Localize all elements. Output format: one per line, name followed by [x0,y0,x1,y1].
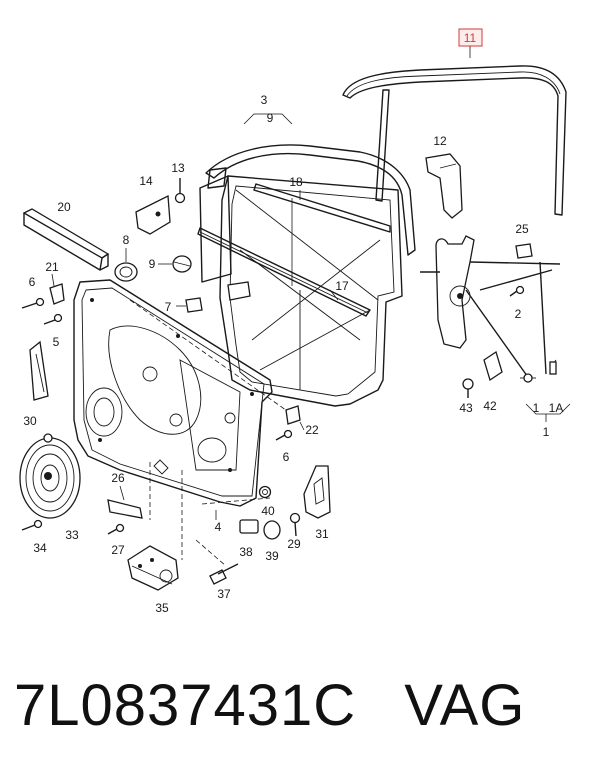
part-main-door-shell [219,175,403,407]
part-21-bracket [49,273,65,305]
label-42: 42 [483,399,497,413]
part-9-clip [158,255,192,273]
label-38: 38 [239,545,253,559]
label-27: 27 [111,543,125,557]
part-33-loudspeaker [19,433,81,519]
label-14: 14 [139,174,153,188]
part-5-screw [43,313,63,325]
label-6-upper: 6 [29,275,36,289]
window-regulator [420,235,561,383]
label-1: 1 [533,401,540,415]
part-6-screw-upper [21,297,45,309]
label-35: 35 [155,601,169,615]
part-13-screw [174,178,186,204]
label-34: 34 [33,541,47,555]
brand-name: VAG [404,673,526,738]
part-8-grommet [114,248,138,282]
part-17-inner-strip [197,227,371,317]
label-37: 37 [217,587,231,601]
label-39: 39 [265,549,279,563]
part-26-bracket [107,485,143,519]
label-4: 4 [215,520,222,534]
part-29-screw [289,512,301,537]
label-18: 18 [289,175,303,189]
label-1-bracket: 1 [543,425,550,439]
label-21: 21 [45,260,59,274]
part-11-highlight-box [458,28,483,47]
label-3: 3 [261,93,268,107]
part-37-bolt [209,563,239,585]
part-20-bar [22,208,110,271]
label-43: 43 [459,401,473,415]
part-1A-pad [549,361,557,375]
part-11-window-seal [342,65,567,216]
part-6-screw-lower [275,429,293,441]
part-4-inner-door-panel [73,279,273,507]
part-39-cap [263,520,281,540]
label-20: 20 [57,200,71,214]
part-35-window-motor [127,545,179,591]
part-34-screw [21,519,43,531]
part-42-bracket [483,350,503,382]
part-3-window-frame [199,144,416,283]
part-40-nut [258,485,272,499]
label-17: 17 [335,279,349,293]
label-11: 11 [464,31,477,45]
part-30-side-piece [29,340,49,401]
part-14-plate [135,194,171,235]
label-29: 29 [287,537,301,551]
part-27-screw [107,523,125,535]
part-22-clip [285,405,305,431]
part-25-clip [515,243,533,259]
label-8: 8 [123,233,130,247]
label-12: 12 [433,134,447,148]
part-2-screw [509,285,525,297]
label-33: 33 [65,528,79,542]
label-31: 31 [315,527,329,541]
part-31-cover [303,465,331,519]
door-parts-exploded-diagram: 11 3 9 12 13 14 18 20 8 9 25 21 6 7 17 2… [19,28,571,615]
part-18-outer-strip [253,183,391,233]
label-1A: 1A [549,401,564,415]
label-5: 5 [53,335,60,349]
part-number-footer: 7L0837431C VAG [14,672,594,752]
label-26: 26 [111,471,125,485]
label-30: 30 [23,414,37,428]
label-7: 7 [165,300,172,314]
label-13: 13 [171,161,185,175]
label-9-top: 9 [267,111,274,125]
label-40: 40 [261,504,275,518]
label-25: 25 [515,222,529,236]
label-22: 22 [305,423,319,437]
part-number: 7L0837431C [14,673,357,738]
part-7-clip [176,297,203,313]
part-38-pad [239,519,259,534]
part-12-bracket [425,153,463,219]
label-6-lower: 6 [283,450,290,464]
part-43-bolt [462,378,474,398]
label-9: 9 [149,257,156,271]
label-2: 2 [515,307,522,321]
